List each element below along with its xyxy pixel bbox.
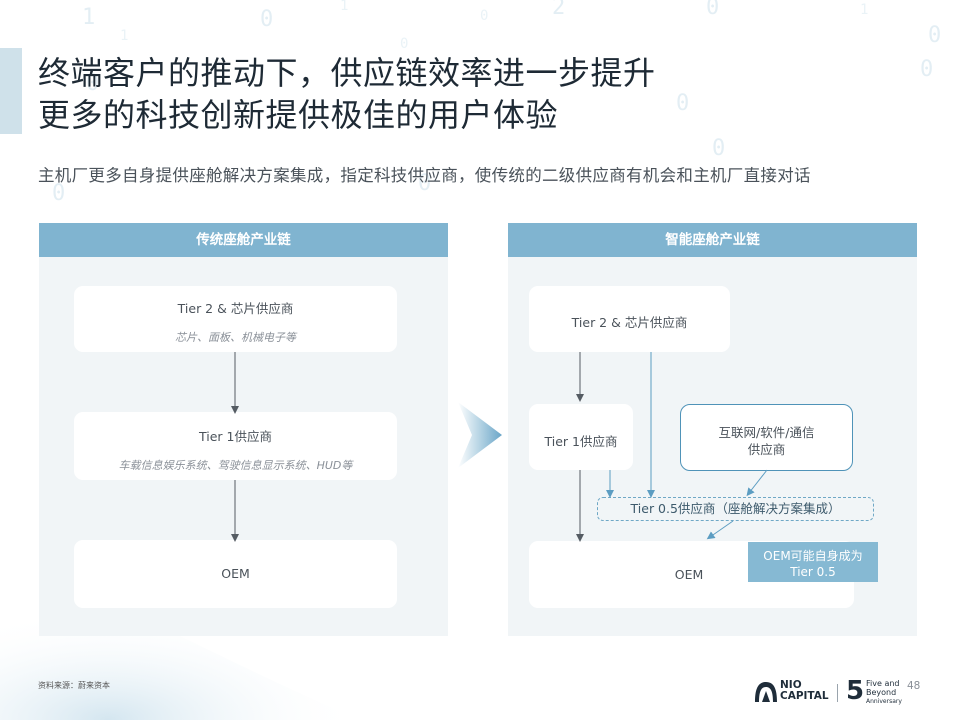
right-tier1-label: Tier 1供应商 (544, 434, 618, 449)
anniversary-text: Five and Beyond Anniversary (866, 679, 902, 706)
left-tier2-label: Tier 2 & 芯片供应商 (177, 301, 294, 316)
anniversary-line3: Anniversary (866, 698, 902, 705)
left-tier2-sub: 芯片、面板、机械电子等 (175, 331, 296, 344)
left-tier1-sub: 车载信息娱乐系统、驾驶信息显示系统、HUD等 (118, 459, 353, 472)
right-oem-label: OEM (674, 567, 704, 582)
internet-supplier-line1: 互联网/软件/通信 (718, 425, 815, 440)
svg-text:0: 0 (712, 136, 725, 161)
traditional-cockpit-panel: 传统座舱产业链 Tier 2 & 芯片供应商 芯片、面板、机械电子等 Tier … (39, 223, 448, 636)
internet-supplier-box: 互联网/软件/通信 供应商 (680, 404, 853, 471)
smart-cockpit-header: 智能座舱产业链 (508, 223, 917, 257)
traditional-cockpit-header: 传统座舱产业链 (39, 223, 448, 257)
title-line-1: 终端客户的推动下，供应链效率进一步提升 (38, 54, 656, 92)
source-note: 资料来源：蔚来资本 (38, 681, 110, 690)
internet-supplier-line2: 供应商 (747, 442, 786, 457)
callout-line2: Tier 0.5 (790, 565, 836, 579)
nio-logo-icon (755, 682, 777, 702)
footer-separator (837, 684, 838, 702)
nio-capital-wordmark: NIO CAPITAL (780, 680, 829, 702)
left-tier1-label: Tier 1供应商 (199, 429, 272, 444)
svg-text:1: 1 (340, 0, 348, 14)
svg-text:0: 0 (928, 23, 941, 48)
logo-line1: NIO (780, 679, 802, 691)
right-tier2-label: Tier 2 & 芯片供应商 (571, 315, 688, 330)
transition-arrow-icon (458, 402, 502, 468)
callout-line1: OEM可能自身成为 (763, 549, 863, 563)
svg-text:0: 0 (260, 7, 273, 32)
right-tier2-box: Tier 2 & 芯片供应商 (529, 286, 730, 352)
svg-text:1: 1 (82, 5, 95, 30)
svg-text:0: 0 (676, 91, 689, 116)
anniversary-number: 5 (846, 676, 865, 706)
left-oem-box: OEM (74, 540, 397, 608)
page-title: 终端客户的推动下，供应链效率进一步提升 更多的科技创新提供极佳的用户体验 (38, 52, 656, 136)
right-tier1-box: Tier 1供应商 (529, 404, 633, 470)
page-number: 48 (907, 680, 921, 692)
svg-text:0: 0 (920, 57, 933, 82)
oem-tier05-callout: OEM可能自身成为 Tier 0.5 (748, 542, 878, 582)
svg-text:2: 2 (552, 0, 565, 20)
left-oem-label: OEM (221, 566, 250, 581)
anniversary-line2: Beyond (866, 688, 897, 697)
logo-line2: CAPITAL (780, 690, 829, 702)
left-tier2-box: Tier 2 & 芯片供应商 芯片、面板、机械电子等 (74, 286, 397, 352)
anniversary-line1: Five and (866, 679, 900, 688)
left-tier1-box: Tier 1供应商 车载信息娱乐系统、驾驶信息显示系统、HUD等 (74, 412, 397, 480)
svg-text:1: 1 (860, 2, 868, 18)
svg-text:1: 1 (120, 28, 128, 44)
page-subtitle: 主机厂更多自身提供座舱解决方案集成，指定科技供应商，使传统的二级供应商有机会和主… (38, 166, 811, 185)
svg-text:0: 0 (706, 0, 719, 20)
svg-text:0: 0 (400, 36, 408, 52)
title-accent-bar (0, 48, 22, 134)
svg-text:0: 0 (480, 8, 488, 24)
title-line-2: 更多的科技创新提供极佳的用户体验 (38, 96, 559, 134)
tier05-box: Tier 0.5供应商（座舱解决方案集成） (597, 497, 874, 521)
